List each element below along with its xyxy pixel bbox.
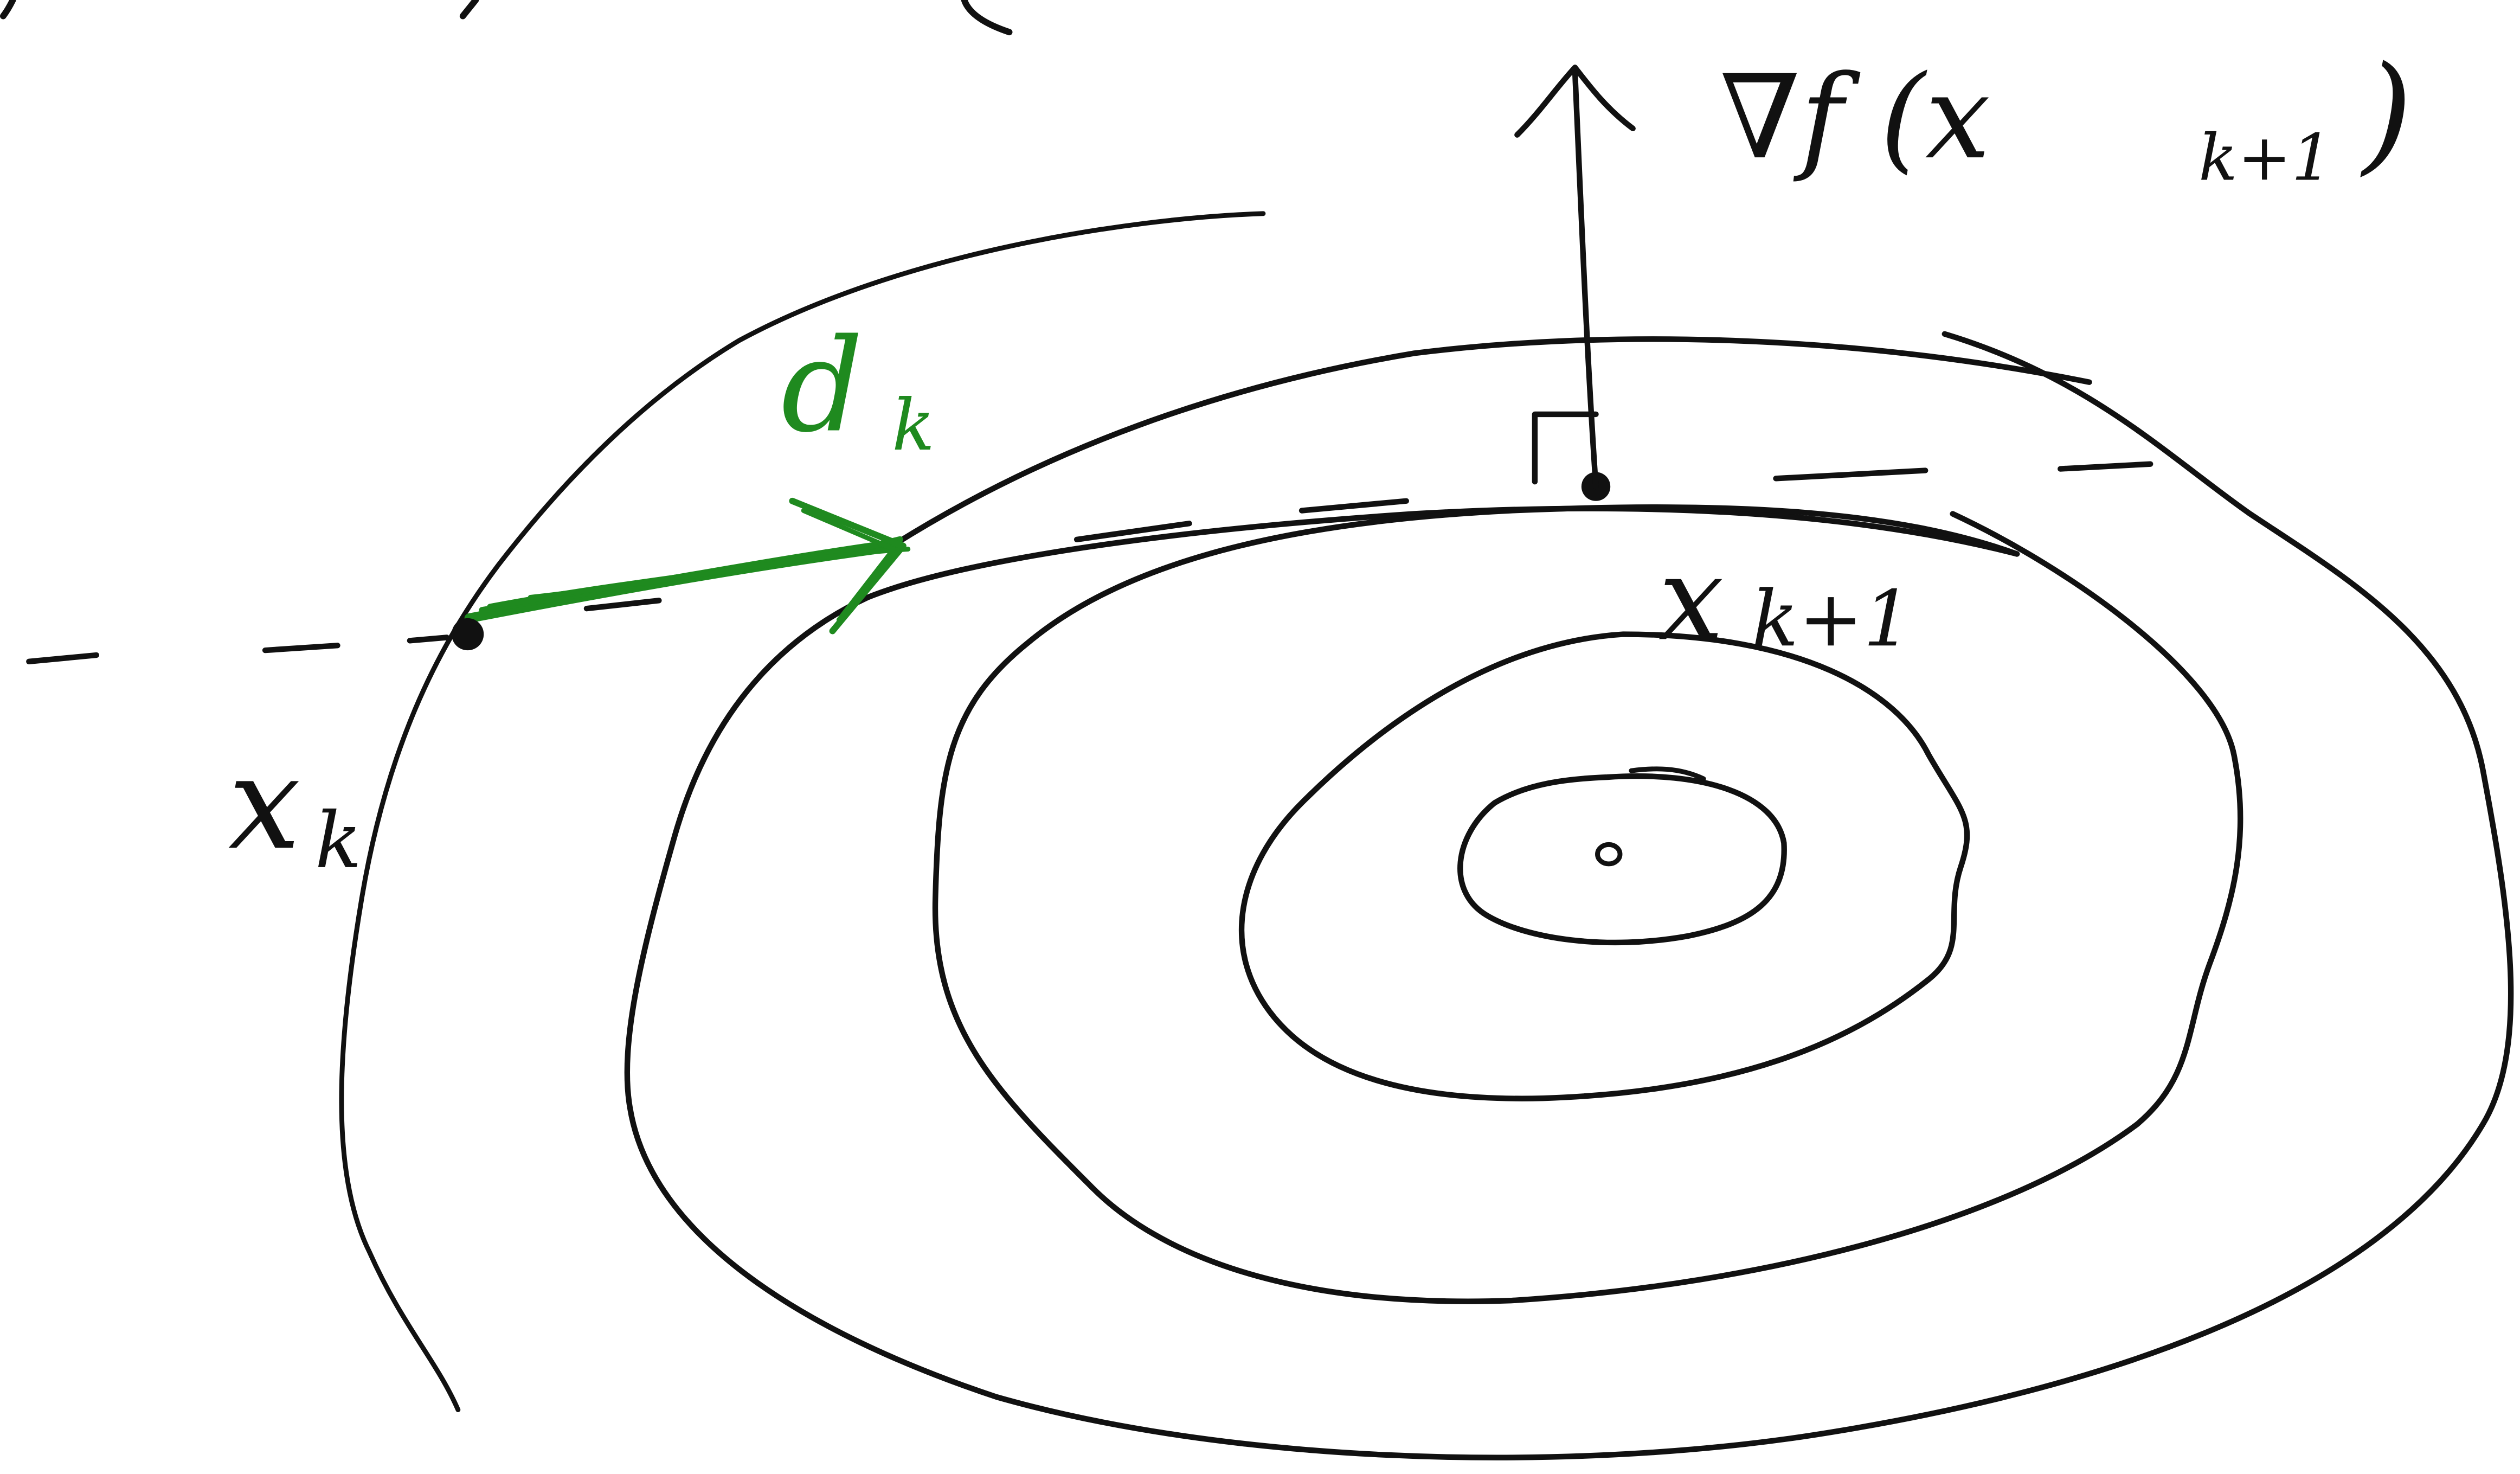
cropped-header-scribble	[0, 0, 1013, 36]
next-point-label: x k+1	[1658, 533, 1912, 667]
direction-label: d k	[781, 311, 935, 466]
level-curve-3	[932, 504, 2243, 1304]
current-point-label-main: x	[228, 728, 301, 878]
gradient-label-subscript: k+1	[2198, 120, 2332, 195]
direction-label-main: d	[781, 311, 864, 461]
direction-vector	[464, 497, 911, 635]
outer-level-curve	[339, 211, 1266, 1413]
dashed-search-line	[26, 461, 2153, 665]
gradient-arrow	[1514, 65, 1636, 490]
level-curve-4	[1238, 631, 1970, 1101]
level-curve-2	[624, 331, 2514, 1460]
gradient-label-main: ∇f (x	[1720, 50, 1990, 185]
current-point-label: x k	[228, 728, 362, 885]
minimum-point	[1595, 842, 1623, 867]
level-curve-5-overstroke	[1629, 766, 1706, 781]
current-point-marker	[451, 618, 484, 651]
direction-label-subscript: k	[892, 384, 935, 466]
level-curve-5	[1457, 773, 1787, 946]
next-point-label-main: x	[1658, 533, 1724, 667]
right-angle-marker	[1532, 411, 1599, 485]
current-point-label-subscript: k	[315, 796, 362, 886]
level-curve-2-upper-arc	[889, 336, 2092, 549]
next-point-label-subscript: k+1	[1752, 574, 1912, 664]
gradient-label: ∇f (x k+1 )	[1720, 38, 2413, 195]
gradient-label-close: )	[2360, 38, 2413, 188]
